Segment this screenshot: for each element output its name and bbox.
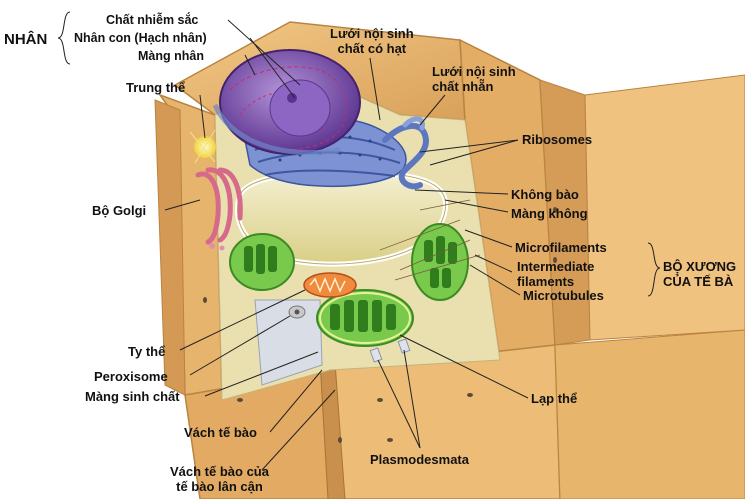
label-microtubules: Microtubules bbox=[523, 288, 604, 303]
label-mitochondrion: Ty thể bbox=[128, 344, 166, 359]
mitochondrion bbox=[303, 272, 357, 298]
chloroplast-left bbox=[229, 233, 295, 291]
label-nucleolus: Nhân con (Hạch nhân) bbox=[74, 31, 207, 45]
plasmodesmata bbox=[369, 338, 411, 363]
label-chloroplast: Lạp thể bbox=[531, 391, 578, 406]
label-nuclear-envelope: Màng nhân bbox=[138, 49, 204, 63]
label-plasma-membrane: Màng sinh chất bbox=[85, 389, 180, 404]
peroxisome bbox=[288, 305, 306, 319]
label-cell-wall: Vách tế bào bbox=[184, 425, 257, 440]
golgi bbox=[195, 167, 243, 251]
label-plasmodesmata: Plasmodesmata bbox=[370, 452, 469, 467]
label-microfilaments: Microfilaments bbox=[515, 240, 607, 255]
label-ribosomes: Ribosomes bbox=[522, 132, 593, 147]
nucleus-group-title: NHÂN bbox=[4, 31, 48, 48]
centrosome bbox=[189, 129, 216, 164]
label-peroxisome: Peroxisome bbox=[94, 369, 168, 384]
smooth-er bbox=[382, 116, 429, 190]
label-centrosome: Trung thể bbox=[126, 80, 186, 95]
label-chromatin: Chất nhiễm sắc bbox=[106, 13, 199, 27]
label-vacuole: Không bào bbox=[511, 187, 579, 202]
cell-wall bbox=[154, 21, 745, 499]
label-vacuole-membrane: Màng không bbox=[511, 206, 588, 221]
cytoskeleton bbox=[379, 199, 481, 281]
leader-lines bbox=[57, 11, 661, 471]
label-golgi: Bộ Golgi bbox=[92, 203, 147, 218]
chloroplast-bottom bbox=[316, 289, 414, 347]
chloroplast-right bbox=[411, 223, 469, 301]
nucleus bbox=[212, 49, 361, 156]
